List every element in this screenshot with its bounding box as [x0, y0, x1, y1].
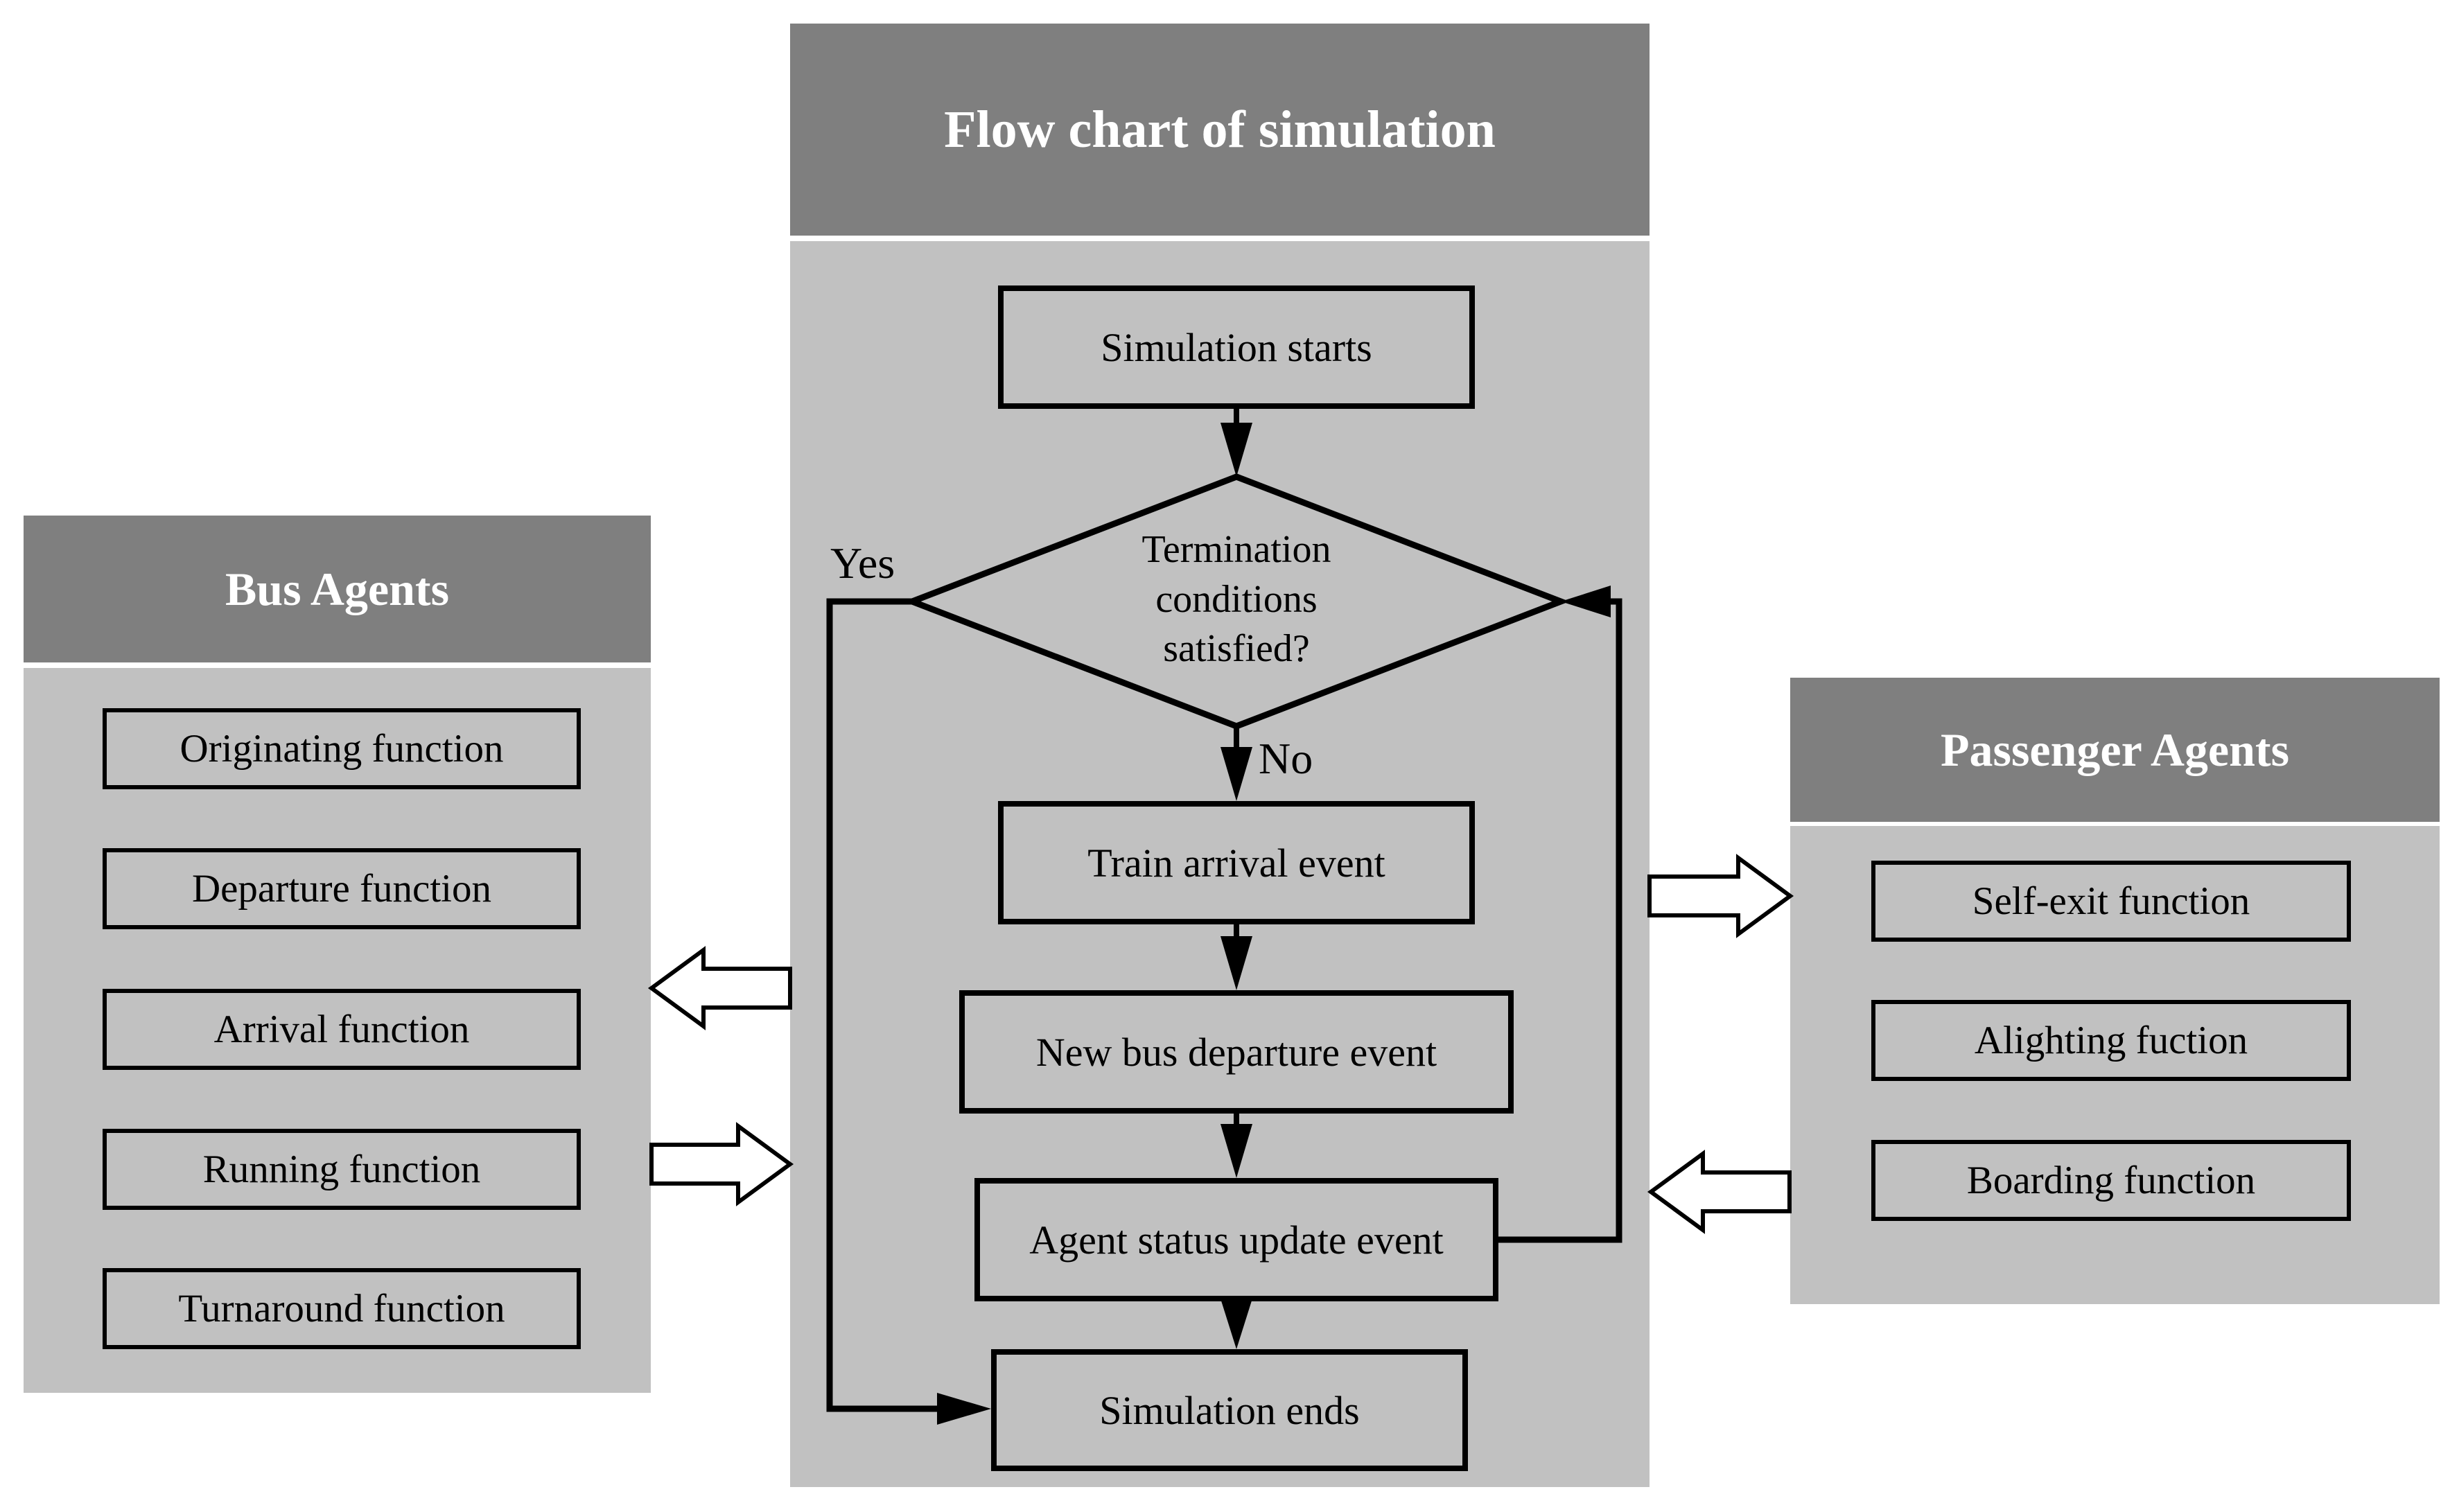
passenger-function-self-exit-label: Self-exit function [1972, 879, 2250, 923]
bus-function-turnaround: Turnaround function [103, 1268, 581, 1349]
flow-arrowhead-newbus-to-agentstatus [1220, 1124, 1252, 1178]
flow-node-train-arrival: Train arrival event [998, 801, 1475, 924]
flow-panel-header: Flow chart of simulation [790, 24, 1650, 236]
edge-label-no: No [1259, 734, 1313, 783]
flow-arrowhead-decision-to-train [1220, 747, 1252, 801]
bus-function-running: Running function [103, 1129, 581, 1210]
flow-arrowhead-start-to-decision [1220, 423, 1252, 477]
bus-function-running-label: Running function [202, 1148, 481, 1191]
flow-node-simulation-starts: Simulation starts [998, 285, 1475, 409]
passenger-function-self-exit: Self-exit function [1871, 861, 2351, 942]
flow-node-new-bus-departure: New bus departure event [959, 990, 1514, 1114]
flow-node-agent-status-update-label: Agent status update event [1029, 1217, 1444, 1263]
bus-function-originating-label: Originating function [180, 727, 504, 771]
flow-node-simulation-starts-label: Simulation starts [1101, 324, 1372, 370]
passenger-function-boarding: Boarding function [1871, 1140, 2351, 1221]
flow-panel-title: Flow chart of simulation [944, 100, 1496, 159]
bus-panel-title: Bus Agents [225, 562, 450, 615]
bus-function-arrival-label: Arrival function [213, 1008, 470, 1051]
hollow-arrow-bus-to-flow-icon [649, 1122, 794, 1206]
flow-node-new-bus-departure-label: New bus departure event [1035, 1029, 1437, 1075]
flow-edge-loop-path [1498, 598, 1622, 1243]
passenger-function-alighting: Alighting fuction [1871, 1000, 2351, 1081]
flow-edge-yes-path [826, 598, 937, 1412]
bus-function-departure: Departure function [103, 848, 581, 929]
passenger-panel-header: Passenger Agents [1790, 678, 2440, 822]
flow-node-train-arrival-label: Train arrival event [1087, 840, 1385, 886]
hollow-arrow-flow-to-passenger-icon [1647, 854, 1794, 938]
flow-node-agent-status-update: Agent status update event [974, 1178, 1498, 1301]
flow-node-decision-label: Termination conditions satisfied? [1141, 528, 1331, 671]
bus-function-arrival: Arrival function [103, 989, 581, 1070]
flow-arrowhead-yes-to-end [937, 1393, 991, 1425]
flow-node-simulation-ends: Simulation ends [991, 1349, 1468, 1471]
passenger-panel-title: Passenger Agents [1940, 723, 2290, 776]
passenger-function-boarding-label: Boarding function [1966, 1159, 2256, 1202]
hollow-arrow-flow-to-bus-icon [647, 946, 792, 1030]
bus-function-originating: Originating function [103, 708, 581, 789]
flow-arrowhead-train-to-newbus [1220, 936, 1252, 990]
flow-arrowhead-agentstatus-to-end [1220, 1299, 1252, 1349]
passenger-function-alighting-label: Alighting fuction [1974, 1019, 2248, 1062]
bus-function-turnaround-label: Turnaround function [178, 1287, 505, 1330]
bus-panel-header: Bus Agents [24, 516, 651, 662]
flow-node-simulation-ends-label: Simulation ends [1099, 1387, 1360, 1433]
bus-function-departure-label: Departure function [191, 867, 492, 911]
edge-label-yes: Yes [830, 538, 895, 588]
flow-arrowhead-loop-to-decision [1561, 586, 1611, 617]
hollow-arrow-passenger-to-flow-icon [1647, 1150, 1792, 1234]
